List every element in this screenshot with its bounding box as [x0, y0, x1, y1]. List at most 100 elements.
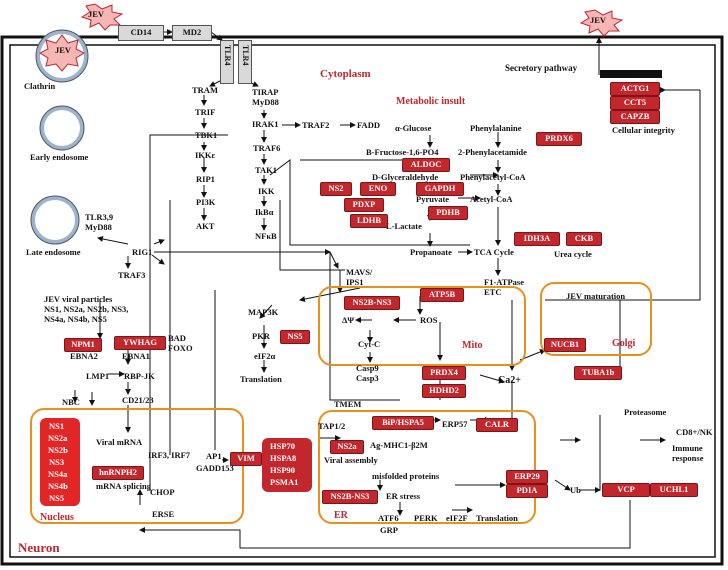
irf-label: IRF3, IRF7	[148, 450, 191, 460]
nucleus-compartment	[30, 408, 244, 524]
hnrnph2-protein: hnRNPH2	[92, 466, 144, 480]
nbc-node: NBC	[62, 397, 80, 407]
ns5-protein: NS5	[280, 330, 310, 344]
phenylacetamide-node: 2-Phenylacetamide	[458, 147, 527, 157]
calr-protein: CALR	[476, 418, 518, 432]
map3k-node: MAP3K	[248, 307, 279, 317]
golgi-title: Golgi	[612, 338, 636, 349]
acetyl-coa-node: Acetyl-CoA	[470, 194, 513, 204]
ros-node: ROS	[420, 315, 438, 325]
tuba1b-protein: TUBA1b	[574, 366, 622, 380]
translation2-node: Translation	[476, 513, 518, 523]
tbk1-node: TBK1	[195, 130, 218, 140]
vim-protein: VIM	[230, 452, 262, 466]
nfkb-node: NFκB	[255, 231, 277, 241]
pdxp-protein: PDXP	[344, 198, 384, 212]
irak1-node: IRAK1	[252, 119, 279, 129]
mrna-splicing-label: mRNA splicing	[96, 481, 152, 491]
misfolded-proteins-label: misfolded proteins	[372, 471, 440, 481]
nucleus-ns1: NS1	[49, 421, 65, 431]
glucose-node: α-Glucose	[395, 123, 432, 133]
mito-compartment	[318, 286, 526, 366]
rbp-jk-node: RBP-JK	[124, 371, 155, 381]
tmem-node: TMEM	[334, 399, 362, 409]
capzb-protein: CAPZB	[610, 110, 660, 124]
urea-cycle-label: Urea cycle	[554, 249, 592, 259]
ns2-protein: NS2	[320, 182, 352, 196]
ns2b-ns3-protein: NS2B-NS3	[344, 296, 400, 310]
jev-label-right: JEV	[590, 15, 607, 25]
psma1-label: PSMA1	[270, 477, 299, 487]
delta-psi-node: ΔΨ	[342, 315, 354, 325]
secretory-pathway-label: Secretory pathway	[505, 63, 578, 73]
cd8-nk-label: CD8+/NK	[676, 427, 713, 437]
hsp70-label: HSP70	[270, 441, 296, 451]
grp-node: GRP	[380, 525, 398, 535]
tirap-myd88-node: TIRAP MyD88	[252, 87, 279, 107]
cd21-23-node: CD21/23	[122, 395, 154, 405]
pdhb-protein: PDHB	[428, 206, 468, 220]
chop-node: CHOP	[150, 487, 175, 497]
early-endosome-label: Early endosome	[30, 152, 89, 162]
erp57-node: ERP57	[442, 419, 468, 429]
akt-node: AKT	[196, 221, 215, 231]
fadd-node: FADD	[357, 120, 380, 130]
jev-label-top: JEV	[88, 9, 105, 19]
jev-label-clathrin: JEV	[55, 45, 72, 55]
cct5-protein: CCT5	[610, 96, 660, 110]
golgi-compartment	[540, 282, 652, 356]
metabolic-insult-title: Metabolic insult	[396, 96, 466, 107]
npm1-protein: NPM1	[64, 338, 102, 352]
tram-node: TRAM	[192, 85, 218, 95]
casp-node: Casp9 Casp3	[356, 363, 379, 383]
er-compartment	[318, 410, 536, 524]
actg1-protein: ACTG1	[610, 82, 660, 96]
clathrin-label: Clathrin	[24, 81, 56, 91]
pyruvate-node: Pyruvate	[416, 194, 450, 204]
atp5b-protein: ATP5B	[420, 288, 464, 302]
traf2-node: TRAF2	[302, 120, 330, 130]
proteasome-label: Proteasome	[624, 407, 667, 417]
ag-mhc-node: Ag-MHC1-β2M	[370, 440, 428, 450]
f1-atpase-node: F1-ATPase ETC	[484, 277, 524, 297]
cytoplasm-title: Cytoplasm	[320, 68, 371, 80]
eno-protein: ENO	[360, 182, 396, 196]
immune-response-label: Immune response	[672, 443, 704, 463]
ckb-protein: CKB	[566, 232, 602, 246]
jev-viral-particles-label: JEV viral particles NS1, NS2a, NS2b, NS3…	[44, 294, 129, 324]
neuron-border	[0, 35, 724, 566]
erp29-protein: ERP29	[506, 470, 548, 484]
phenylacetyl-coa-node: Phenylacetyl-CoA	[460, 172, 526, 182]
tlr39-label: TLR3,9 MyD88	[85, 212, 114, 232]
tlr4-receptor-1: TLR4	[220, 40, 234, 84]
er-stress-label: ER stress	[386, 491, 421, 501]
trif-node: TRIF	[195, 107, 216, 117]
mito-title: Mito	[462, 340, 483, 351]
hdhd2-protein: HDHD2	[422, 384, 466, 398]
eif2f-node: eIF2F	[446, 513, 468, 523]
ebna2-node: EBNA2	[70, 351, 98, 361]
ub-node: Ub	[570, 485, 581, 495]
cytc-node: Cyt-C	[358, 339, 381, 349]
nucleus-ns5: NS5	[49, 493, 65, 503]
prdx6-protein: PRDX6	[536, 132, 582, 146]
tlr4-receptor-2: TLR4	[238, 40, 252, 84]
tap12-node: TAP1/2	[318, 421, 346, 431]
hsp90-label: HSP90	[270, 465, 296, 475]
bip-hspa5-protein: BiP/HSPA5	[372, 416, 434, 430]
traf3-node: TRAF3	[118, 270, 146, 280]
eif2a-node: eIF2α	[254, 351, 276, 361]
rig1-node: RIG1	[132, 247, 153, 257]
ikke-node: IKKε	[195, 150, 216, 160]
late-endosome-label: Late endosome	[26, 247, 81, 257]
lmp1-node: LMP1	[86, 371, 110, 381]
glyceraldehyde-node: D-Glyceraldehyde	[372, 172, 439, 182]
pkr-node: PKR	[252, 331, 270, 341]
er-title: ER	[334, 510, 348, 521]
tca-cycle-node: TCA Cycle	[474, 247, 514, 257]
jev-maturation-label: JEV maturation	[566, 291, 626, 301]
ns2b-ns3-er-protein: NS2B-NS3	[322, 490, 378, 504]
pi3k-node: PI3K	[196, 197, 216, 207]
